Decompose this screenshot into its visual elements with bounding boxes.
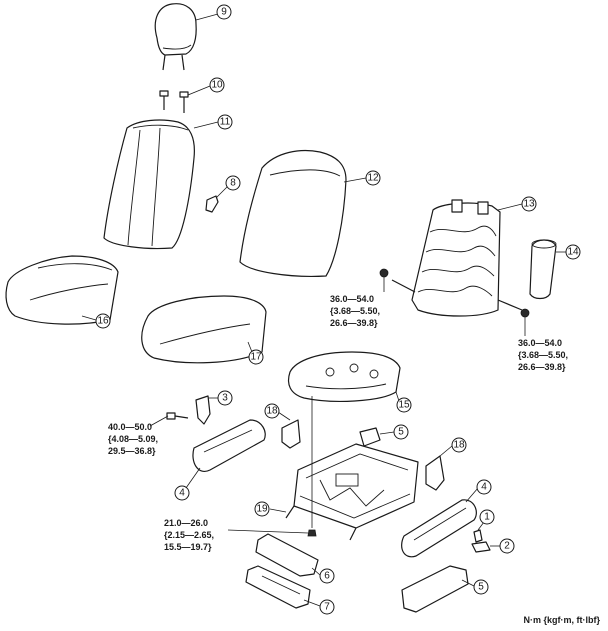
- svg-text:8: 8: [230, 178, 236, 189]
- callout-4-right: 4: [476, 479, 492, 495]
- leader-lines: [81, 13, 566, 607]
- svg-text:15: 15: [398, 400, 410, 411]
- svg-text:5: 5: [398, 427, 404, 438]
- callout-9: 9: [216, 4, 232, 20]
- small-cover: [359, 427, 381, 447]
- torque-line: 26.6—39.8}: [518, 362, 566, 372]
- callout-12: 12: [365, 170, 381, 186]
- seat-adjuster: [285, 443, 419, 541]
- callout-2: 2: [499, 538, 515, 554]
- track-cover-lower: [245, 565, 311, 609]
- seatback-nut-lower: [520, 308, 530, 318]
- cushion-frame: [287, 351, 401, 402]
- screw: [473, 529, 483, 543]
- callout-13: 13: [521, 196, 537, 212]
- callout-5-upper: 5: [393, 424, 409, 440]
- svg-text:3: 3: [222, 393, 228, 404]
- callout-6: 6: [319, 568, 335, 584]
- callout-14: 14: [565, 244, 581, 260]
- torque-line: 26.6—39.8}: [330, 318, 378, 328]
- torque-line: 29.5—36.8}: [108, 446, 156, 456]
- svg-text:4: 4: [179, 488, 185, 499]
- callout-4-left: 4: [174, 485, 190, 501]
- svg-text:9: 9: [221, 7, 227, 18]
- track-bolt: [307, 529, 317, 537]
- svg-text:12: 12: [367, 173, 379, 184]
- callout-17: 17: [248, 349, 264, 365]
- bracket-left: [281, 419, 301, 449]
- torque-line: {3.68—5.50,: [330, 306, 380, 316]
- torque-line: 21.0—26.0: [164, 518, 208, 528]
- recliner-handle: [195, 395, 211, 425]
- svg-text:5: 5: [478, 582, 484, 593]
- svg-text:13: 13: [523, 199, 535, 210]
- frame-cover: [529, 239, 557, 300]
- units-legend: N·m {kgf·m, ft·lbf}: [524, 615, 601, 625]
- svg-text:19: 19: [256, 504, 268, 515]
- callout-7: 7: [319, 599, 335, 615]
- svg-text:6: 6: [324, 571, 330, 582]
- torque-line: 40.0—50.0: [108, 422, 152, 432]
- headrest-guides: [159, 90, 189, 113]
- callout-3: 3: [217, 390, 233, 406]
- seatback-pad: [239, 149, 347, 277]
- side-cover-left: [192, 419, 266, 472]
- svg-text:16: 16: [97, 316, 109, 327]
- torque-line: {2.15—2.65,: [164, 530, 214, 540]
- torque-line: {3.68—5.50,: [518, 350, 568, 360]
- torque-line: 36.0—54.0: [330, 294, 374, 304]
- torque-spec-track: 21.0—26.0 {2.15—2.65, 15.5—19.7}: [164, 518, 214, 552]
- torque-spec-frame-upper: 36.0—54.0 {3.68—5.50, 26.6—39.8}: [330, 294, 380, 328]
- svg-text:1: 1: [484, 512, 490, 523]
- side-cover-right: [401, 499, 477, 558]
- callout-16: 16: [95, 313, 111, 329]
- svg-text:14: 14: [567, 247, 579, 258]
- recliner-bolt: [166, 412, 189, 420]
- torque-line: 15.5—19.7}: [164, 542, 212, 552]
- callout-15: 15: [396, 397, 412, 413]
- seatback-frame: [391, 199, 523, 317]
- svg-text:4: 4: [481, 482, 487, 493]
- svg-text:11: 11: [220, 117, 231, 128]
- torque-line: 36.0—54.0: [518, 338, 562, 348]
- lower-cover-right: [401, 565, 469, 613]
- torque-spec-frame-lower: 36.0—54.0 {3.68—5.50, 26.6—39.8}: [518, 338, 568, 372]
- callout-8: 8: [225, 175, 241, 191]
- svg-text:17: 17: [250, 352, 262, 363]
- cushion-pad: [141, 295, 267, 364]
- callout-18-left: 18: [264, 403, 280, 419]
- callout-11: 11: [217, 114, 233, 130]
- recline-knob: [205, 195, 219, 213]
- seatback-nut-upper: [379, 268, 389, 278]
- svg-text:7: 7: [324, 602, 330, 613]
- headrest: [154, 3, 197, 71]
- callout-10: 10: [209, 77, 225, 93]
- clip: [471, 541, 491, 553]
- torque-line: {4.08—5.09,: [108, 434, 158, 444]
- track-cover-upper: [255, 533, 319, 577]
- svg-text:10: 10: [211, 80, 223, 91]
- seatback-trim: [103, 119, 195, 250]
- callout-19: 19: [254, 501, 270, 517]
- svg-text:18: 18: [453, 440, 465, 451]
- svg-text:2: 2: [504, 541, 510, 552]
- callout-5-lower: 5: [473, 579, 489, 595]
- bracket-right: [425, 455, 445, 491]
- callout-18-right: 18: [451, 437, 467, 453]
- callout-1: 1: [479, 509, 495, 525]
- svg-text:18: 18: [266, 406, 278, 417]
- torque-spec-recliner: 40.0—50.0 {4.08—5.09, 29.5—36.8}: [108, 422, 158, 456]
- callouts: 9 10 11 8 12 13 14 16 17 15 3 18 5 18 4 …: [95, 4, 581, 615]
